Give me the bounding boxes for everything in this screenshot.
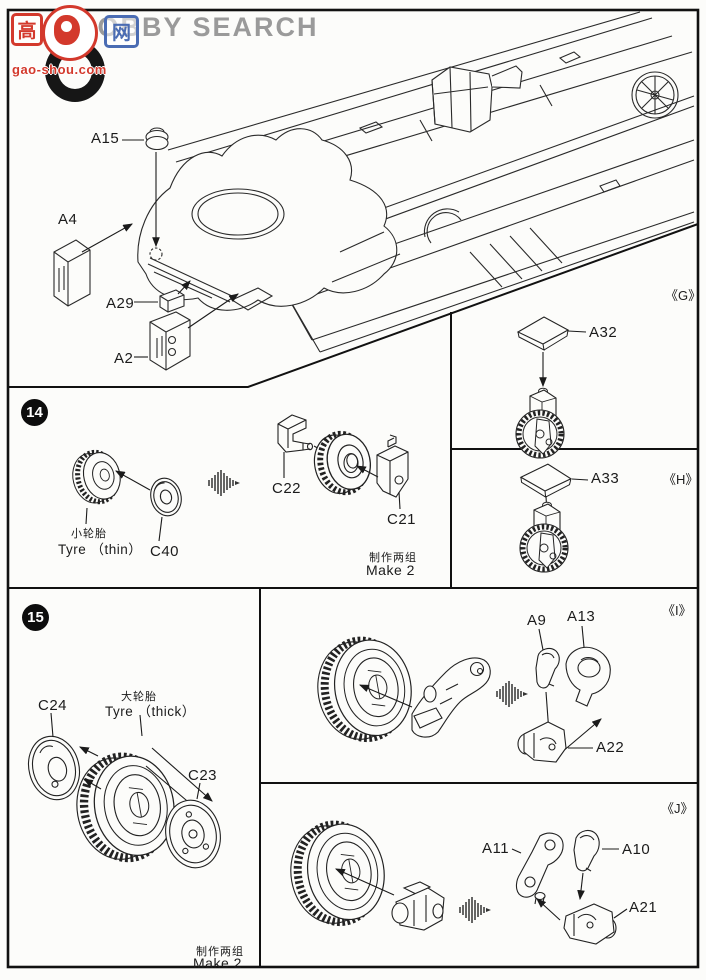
step15-note-en: Make 2 bbox=[193, 955, 242, 971]
chassis-drawing bbox=[53, 11, 695, 371]
part-label-a32: A32 bbox=[589, 324, 618, 341]
part-label-a33: A33 bbox=[591, 470, 620, 487]
tyre-thin-label-en: Tyre （thin） bbox=[58, 542, 143, 557]
part-label-c24: C24 bbox=[38, 697, 68, 714]
part-label-a9: A9 bbox=[527, 612, 547, 629]
part-label-c40: C40 bbox=[150, 543, 180, 560]
tyre-thin-label-cn: 小轮胎 bbox=[71, 528, 107, 540]
part-label-a11: A11 bbox=[482, 840, 510, 857]
panel-borders bbox=[6, 8, 700, 969]
panel-h-tag: 《H》 bbox=[663, 472, 699, 487]
step14-note-en: Make 2 bbox=[366, 562, 415, 578]
panel-h-drawing bbox=[520, 461, 589, 572]
part-label-a21: A21 bbox=[629, 899, 658, 916]
step15-note-cn: 制作两组 bbox=[196, 946, 244, 958]
part-label-a22: A22 bbox=[596, 739, 625, 756]
part-label-a15: A15 bbox=[91, 130, 120, 147]
part-label-c23: C23 bbox=[188, 767, 218, 784]
step-14-badge: 14 bbox=[21, 399, 48, 426]
panel-g-drawing bbox=[516, 316, 587, 458]
panel-j-tag: 《J》 bbox=[661, 801, 694, 816]
step-15-badge: 15 bbox=[22, 604, 49, 631]
step14-drawing bbox=[68, 414, 409, 542]
part-label-a29: A29 bbox=[106, 295, 135, 312]
part-label-c22: C22 bbox=[272, 480, 302, 497]
panel-j-drawing bbox=[283, 817, 628, 945]
tyre-thick-label-en: Tyre （thick） bbox=[105, 704, 196, 719]
top-panel-arrows bbox=[81, 139, 239, 358]
step15-drawing bbox=[27, 712, 221, 873]
part-label-a10: A10 bbox=[622, 841, 651, 858]
part-label-a4: A4 bbox=[58, 211, 78, 228]
part-label-a13: A13 bbox=[567, 608, 596, 625]
panel-g-tag: 《G》 bbox=[665, 288, 702, 303]
panel-i-drawing bbox=[310, 625, 611, 763]
part-label-a2: A2 bbox=[114, 350, 134, 367]
panel-i-tag: 《I》 bbox=[662, 603, 692, 618]
part-label-c21: C21 bbox=[387, 511, 417, 528]
step14-note-cn: 制作两组 bbox=[369, 552, 417, 564]
tyre-thick-label-cn: 大轮胎 bbox=[121, 691, 157, 703]
